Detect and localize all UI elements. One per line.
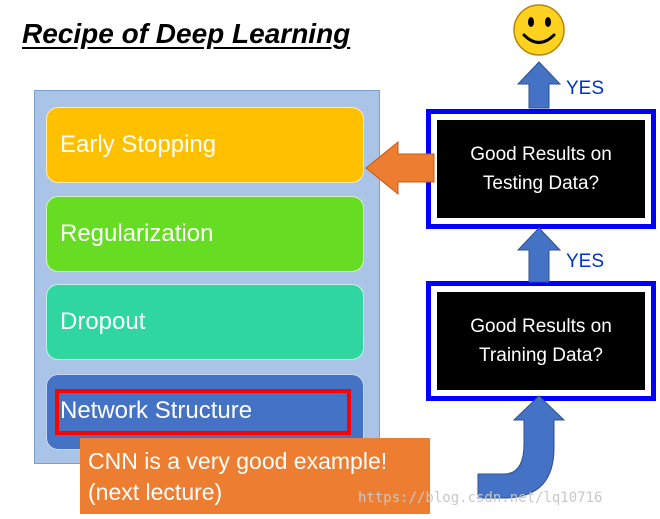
- early-stopping-block: Early Stopping: [46, 107, 364, 183]
- up-arrow-training-to-testing: [516, 227, 562, 283]
- yes-label-middle: YES: [566, 251, 605, 272]
- network-structure-label: Network Structure: [60, 397, 253, 424]
- testing-decision-line-1: Good Results on: [470, 144, 612, 165]
- callout-line-2: (next lecture): [88, 479, 223, 505]
- network-structure-block: Network Structure: [46, 374, 364, 450]
- dropout-label: Dropout: [60, 308, 146, 335]
- training-decision-line-1: Good Results on: [470, 316, 612, 337]
- callout-line-1: CNN is a very good example!: [88, 448, 388, 474]
- testing-decision-line-2: Testing Data?: [482, 173, 600, 194]
- regularization-block: Regularization: [46, 196, 364, 272]
- early-stopping-label: Early Stopping: [60, 131, 217, 158]
- regularization-label: Regularization: [60, 220, 214, 247]
- watermark: https://blog.csdn.net/lq10716: [358, 490, 603, 506]
- left-arrow-to-early-stopping: [365, 140, 435, 196]
- testing-decision-box: Good Results on Testing Data?: [426, 109, 656, 229]
- training-decision-box: Good Results on Training Data?: [426, 281, 656, 401]
- page-title: Recipe of Deep Learning: [22, 18, 351, 49]
- highlight-box: [55, 389, 351, 435]
- curved-arrow-into-training: [477, 395, 566, 499]
- smiley-icon: [513, 4, 565, 56]
- dropout-block: Dropout: [46, 284, 364, 360]
- cnn-callout: CNN is a very good example! (next lectur…: [80, 438, 430, 514]
- up-arrow-to-smiley: [516, 61, 562, 109]
- yes-label-top: YES: [566, 78, 605, 99]
- training-decision-line-2: Training Data?: [479, 345, 603, 366]
